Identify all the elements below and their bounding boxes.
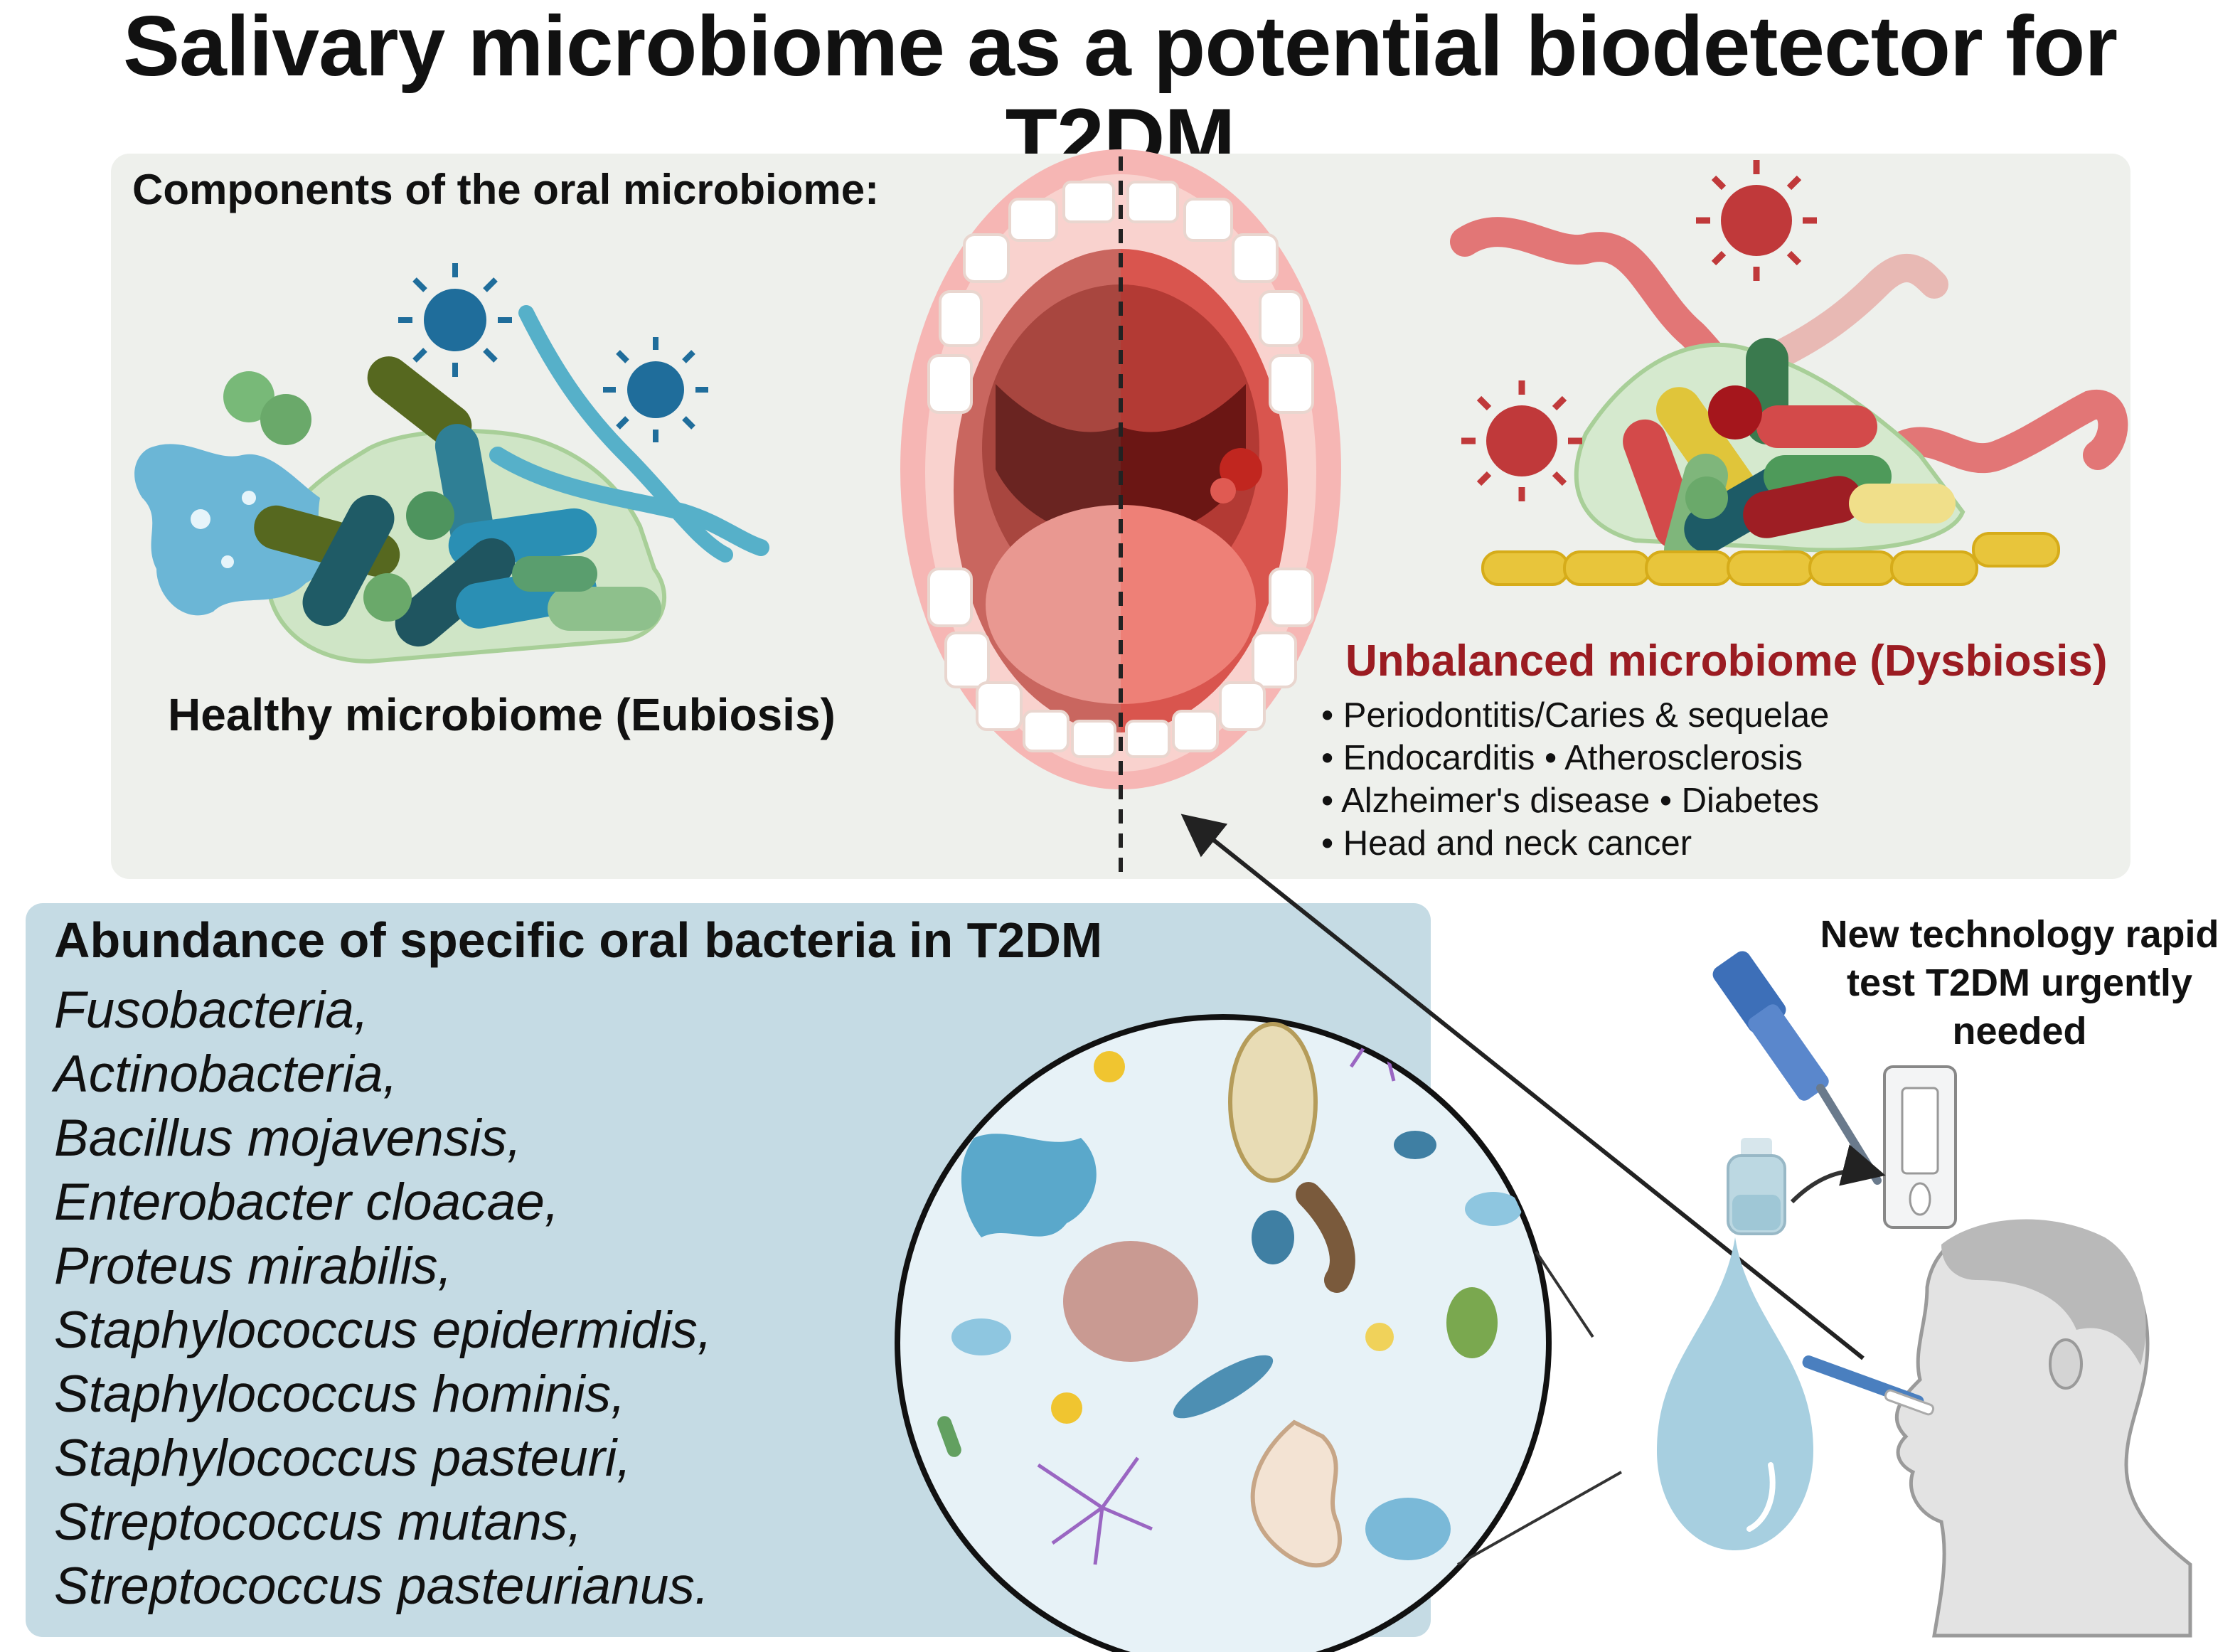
- micro-organisms-circle: [895, 1014, 1552, 1652]
- species-item: Fusobacteria,: [54, 981, 369, 1039]
- bacteria-panel-title: Abundance of specific oral bacteria in T…: [54, 912, 1103, 968]
- species-item: Staphylococcus pasteuri,: [54, 1429, 631, 1487]
- species-item: Streptococcus pasteurianus.: [54, 1557, 710, 1615]
- condition-item: • Head and neck cancer: [1321, 824, 1692, 863]
- condition-item: • Alzheimer's disease • Diabetes: [1321, 782, 1820, 820]
- species-item: Enterobacter cloacae,: [54, 1173, 560, 1231]
- components-title: Components of the oral microbiome:: [132, 166, 880, 213]
- rapid-test-label: New technology rapid test T2DM urgently …: [1799, 910, 2240, 1055]
- species-list: Fusobacteria, Actinobacteria, Bacillus m…: [54, 979, 712, 1619]
- rapid-test-cassette-icon: [1790, 1065, 1957, 1229]
- virus-icon: [1696, 160, 1817, 281]
- zoom-line: [1535, 1250, 1594, 1338]
- dysbiosis-conditions-list: • Periodontitis/Caries & sequelae • Endo…: [1321, 694, 1829, 865]
- virus-icon: [1461, 380, 1582, 501]
- zoom-line: [1457, 1471, 1622, 1566]
- species-item: Staphylococcus epidermidis,: [54, 1301, 713, 1359]
- healthy-bacteria-cluster-icon: [134, 305, 769, 664]
- virus-icon: [398, 263, 512, 377]
- condition-item: • Endocarditis • Atherosclerosis: [1321, 739, 1803, 777]
- person-profile-icon: [1802, 1219, 2192, 1638]
- species-item: Bacillus mojavensis,: [54, 1109, 522, 1167]
- species-item: Streptococcus mutans,: [54, 1493, 582, 1551]
- rapid-test-line: needed: [1952, 1010, 2087, 1053]
- arrow-to-mouth: [1180, 814, 1865, 1360]
- dysbiosis-bacteria-cluster-icon: [1450, 217, 2128, 586]
- healthy-microbiome-label: Healthy microbiome (Eubiosis): [168, 689, 836, 740]
- dysbiosis-title: Unbalanced microbiome (Dysbiosis): [1345, 636, 2108, 686]
- species-item: Proteus mirabilis,: [54, 1237, 452, 1295]
- main-title: Salivary microbiome as a potential biode…: [122, 0, 2118, 186]
- rapid-test-line: test T2DM urgently: [1846, 961, 2193, 1004]
- virus-icon: [603, 337, 708, 442]
- water-bottle-icon: [1727, 1138, 1786, 1235]
- species-item: Actinobacteria,: [54, 1045, 398, 1103]
- saliva-drop-icon: [1657, 1237, 1813, 1550]
- condition-item: • Periodontitis/Caries & sequelae: [1321, 696, 1830, 735]
- species-item: Staphylococcus hominis,: [54, 1365, 626, 1423]
- rapid-test-line: New technology rapid: [1820, 913, 2219, 956]
